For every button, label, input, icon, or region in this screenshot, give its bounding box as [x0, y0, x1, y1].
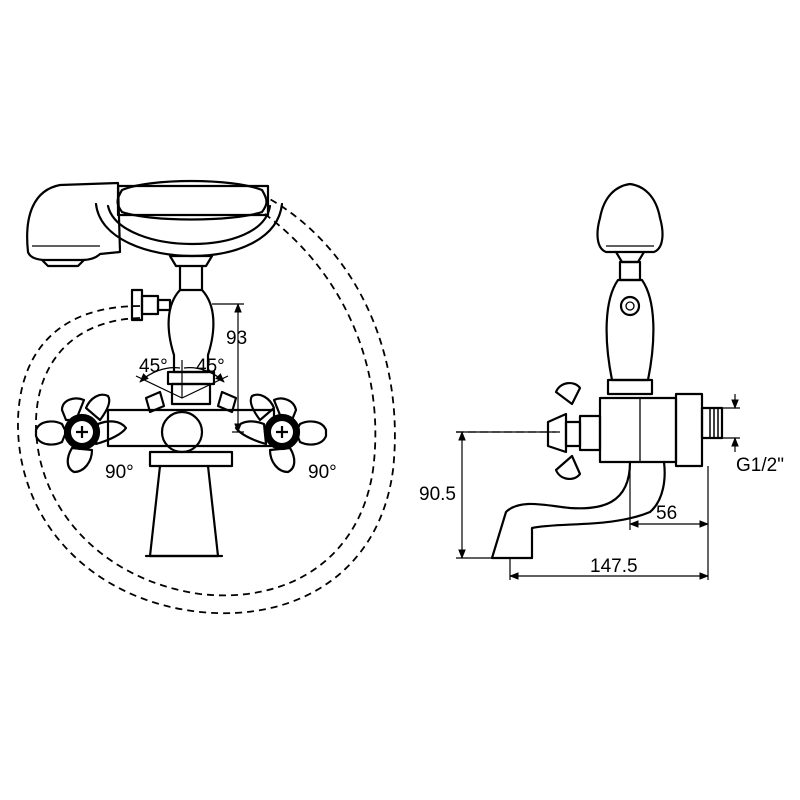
hose-connector	[130, 288, 172, 322]
side-stem	[605, 260, 655, 396]
label-dim-147-5: 147.5	[590, 556, 638, 577]
handset-handle	[94, 179, 284, 258]
label-dim-90-5: 90.5	[419, 484, 456, 505]
dim-147-5	[509, 558, 709, 580]
label-angle-right: 45°	[196, 356, 225, 377]
label-thread: G1/2"	[736, 455, 784, 476]
shower-hose	[17, 197, 396, 614]
mixer-body	[106, 382, 276, 558]
label-rotation-right: 90°	[308, 462, 337, 483]
dim-56	[629, 462, 709, 580]
dim-90-5	[456, 431, 556, 559]
left-cross-handle	[34, 393, 128, 474]
dim-93	[212, 303, 244, 433]
side-view	[456, 182, 740, 580]
angle-marks	[135, 360, 229, 399]
right-cross-handle	[234, 393, 328, 474]
label-rotation-left: 90°	[105, 462, 134, 483]
side-spout	[490, 460, 666, 560]
side-shower-head	[596, 182, 664, 264]
shower-hose-inner	[35, 211, 377, 597]
dim-thread	[722, 394, 740, 452]
front-view	[17, 179, 396, 614]
label-dim-93: 93	[226, 328, 247, 349]
side-body	[546, 382, 724, 480]
label-dim-56: 56	[656, 503, 677, 524]
hand-shower-head	[26, 181, 122, 268]
label-angle-left: 45°	[139, 356, 168, 377]
